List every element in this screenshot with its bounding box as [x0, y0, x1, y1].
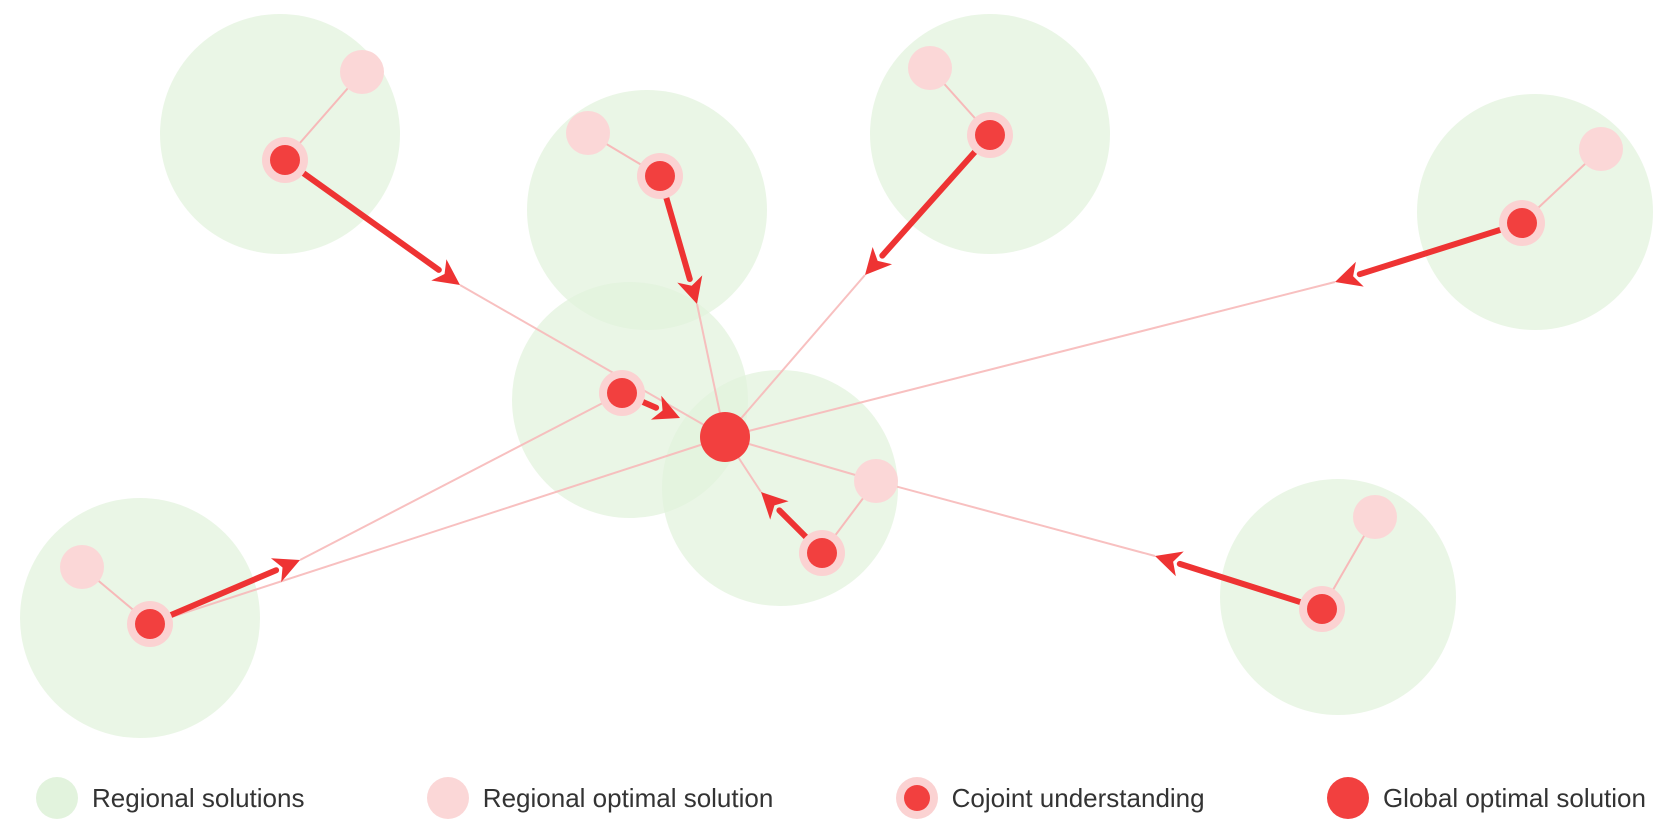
- connector-line-3: [724, 274, 866, 438]
- arrow-head-icon-1: [431, 259, 460, 285]
- regional-solution-swatch-icon: [36, 777, 78, 819]
- arrow-shaft-2: [662, 192, 693, 283]
- regional-optimal-dot-4: [1579, 127, 1623, 171]
- cojoint-understanding-dot-8: [807, 538, 837, 568]
- connector-line-4: [724, 281, 1336, 438]
- cojoint-understanding-dot-4: [1507, 208, 1537, 238]
- legend-label-global: Global optimal solution: [1382, 782, 1646, 813]
- cojoint-understanding-dot-5: [135, 609, 165, 639]
- regional-solution-circle-1: [160, 14, 400, 254]
- legend-label-cojoint: Cojoint understanding: [951, 782, 1205, 813]
- cojoint-understanding-dot-2: [645, 161, 675, 191]
- regional-optimal-dot-3: [908, 46, 952, 90]
- legend-item-optimal: Regional optimal solution: [426, 777, 774, 819]
- arrow-head-icon-6: [1155, 551, 1184, 577]
- arrow-head-icon-3: [865, 246, 893, 275]
- arrow-shaft-4: [1356, 226, 1506, 278]
- connector-line-6: [149, 436, 726, 625]
- arrow-shaft-6: [1176, 560, 1306, 606]
- legend-label-optimal: Regional optimal solution: [482, 782, 774, 813]
- regional-optimal-dot-2: [566, 111, 610, 155]
- connector-line-8: [724, 436, 877, 482]
- regional-optimal-dot-5: [60, 545, 104, 589]
- regional-optimal-swatch-icon: [426, 777, 469, 819]
- connector-line-1: [459, 284, 726, 438]
- connector-line-5: [299, 392, 623, 561]
- arrow-head-icon-2: [677, 275, 703, 304]
- cojoint-understanding-dot-7: [607, 378, 637, 408]
- cojoint-understanding-dot-1: [270, 145, 300, 175]
- arrow-head-icon-5: [270, 558, 300, 583]
- arrow-shaft-1: [298, 168, 442, 273]
- cojoint-understanding-dot-3: [975, 120, 1005, 150]
- cojoint-understanding-dot-6: [1307, 594, 1337, 624]
- legend-label-regional: Regional solutions: [92, 782, 305, 813]
- optimization-diagram: [20, 14, 1653, 738]
- regional-optimal-dot-6: [1353, 495, 1397, 539]
- connector-line-7: [875, 480, 1156, 557]
- arrow-head-icon-8: [761, 492, 789, 520]
- legend-item-regional: Regional solutions: [36, 777, 304, 819]
- global-optimal-dot: [700, 412, 750, 462]
- legend-item-cojoint: Cojoint understanding: [895, 777, 1205, 819]
- regional-optimal-dot-8: [854, 459, 898, 503]
- arrow-shaft-3: [879, 146, 980, 259]
- global-optimal-swatch-icon: [1326, 777, 1369, 819]
- legend: Regional solutions Regional optimal solu…: [36, 774, 1646, 822]
- cojoint-understanding-swatch-icon: [895, 777, 938, 819]
- legend-item-global: Global optimal solution: [1326, 777, 1646, 819]
- arrow-head-icon-4: [1335, 261, 1364, 287]
- regional-optimal-dot-1: [340, 50, 384, 94]
- arrow-head-icon-7: [650, 395, 680, 420]
- arrow-shaft-8: [776, 507, 811, 542]
- arrow-shaft-5: [165, 567, 280, 620]
